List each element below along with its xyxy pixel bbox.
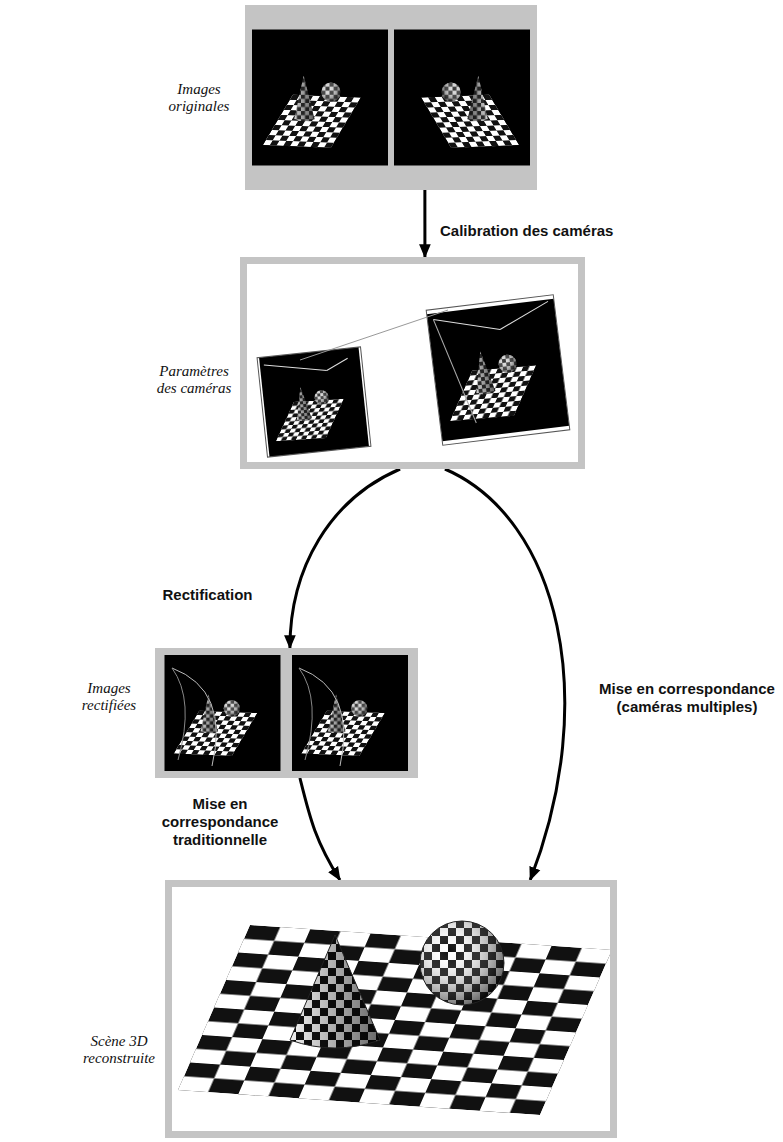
arrow-label: Mise en correspondance (caméras multiple…: [598, 680, 776, 716]
panel-caption: Images rectifiées: [68, 680, 150, 714]
flow-arrow: [423, 190, 426, 257]
arrow-label: Mise en correspondance traditionnelle: [150, 795, 290, 849]
flow-arrow: [445, 469, 565, 880]
flow-arrow: [290, 469, 400, 648]
image-box: Images originales: [245, 5, 537, 190]
flow-arrow: [300, 778, 340, 880]
image-box: Scène 3D reconstruite: [165, 880, 617, 1138]
arrow-label: Calibration des caméras: [440, 222, 650, 240]
image-box: Paramètres des caméras: [240, 257, 585, 469]
image-box: Images rectifiées: [155, 648, 418, 778]
panel-caption: Images originales: [158, 81, 240, 115]
panel-caption: Scène 3D reconstruite: [78, 1033, 160, 1067]
arrow-label: Rectification: [150, 586, 265, 604]
panel-caption: Paramètres des caméras: [153, 363, 235, 397]
